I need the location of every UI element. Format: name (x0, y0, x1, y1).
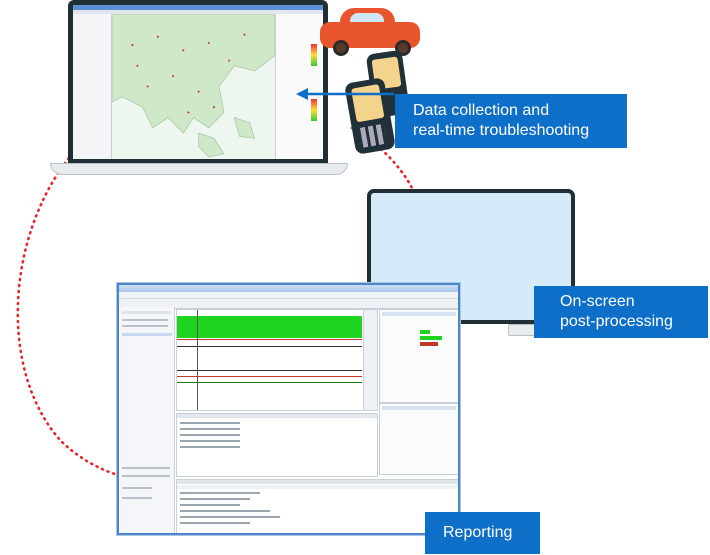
report-toolbar (119, 299, 458, 309)
report-window-icon (117, 283, 460, 535)
report-titlebar (119, 285, 458, 292)
laptop-icon (68, 0, 328, 165)
callout-reporting: Reporting (425, 512, 540, 554)
car-wheel-front (333, 40, 349, 56)
laptop-base (50, 163, 348, 175)
parameter-panel (379, 403, 458, 475)
monitor-icon (367, 189, 575, 324)
map-view (111, 13, 276, 159)
info-panel (379, 309, 458, 403)
callout-reporting-label: Reporting (443, 524, 513, 541)
callout-post-processing: On-screen post-processing (534, 286, 708, 338)
callout-post-processing-line1: On-screen (560, 293, 635, 310)
callout-data-collection-line2: real-time troubleshooting (413, 122, 590, 139)
report-menubar (119, 292, 458, 299)
message-table (176, 413, 378, 477)
app-titlebar (73, 5, 323, 10)
signal-graph-panel (176, 309, 378, 411)
left-panel (73, 14, 112, 159)
map-application-window (73, 5, 323, 159)
asia-map-icon (111, 13, 276, 158)
callout-post-processing-line2: post-processing (560, 313, 673, 330)
callout-data-collection-line1: Data collection and (413, 102, 550, 119)
report-table (176, 479, 458, 533)
callout-data-collection: Data collection and real-time troublesho… (395, 94, 627, 148)
arrow-icon (296, 88, 394, 100)
report-left-panel (119, 307, 175, 533)
right-panel (275, 14, 323, 159)
dotted-link-left (16, 126, 120, 477)
